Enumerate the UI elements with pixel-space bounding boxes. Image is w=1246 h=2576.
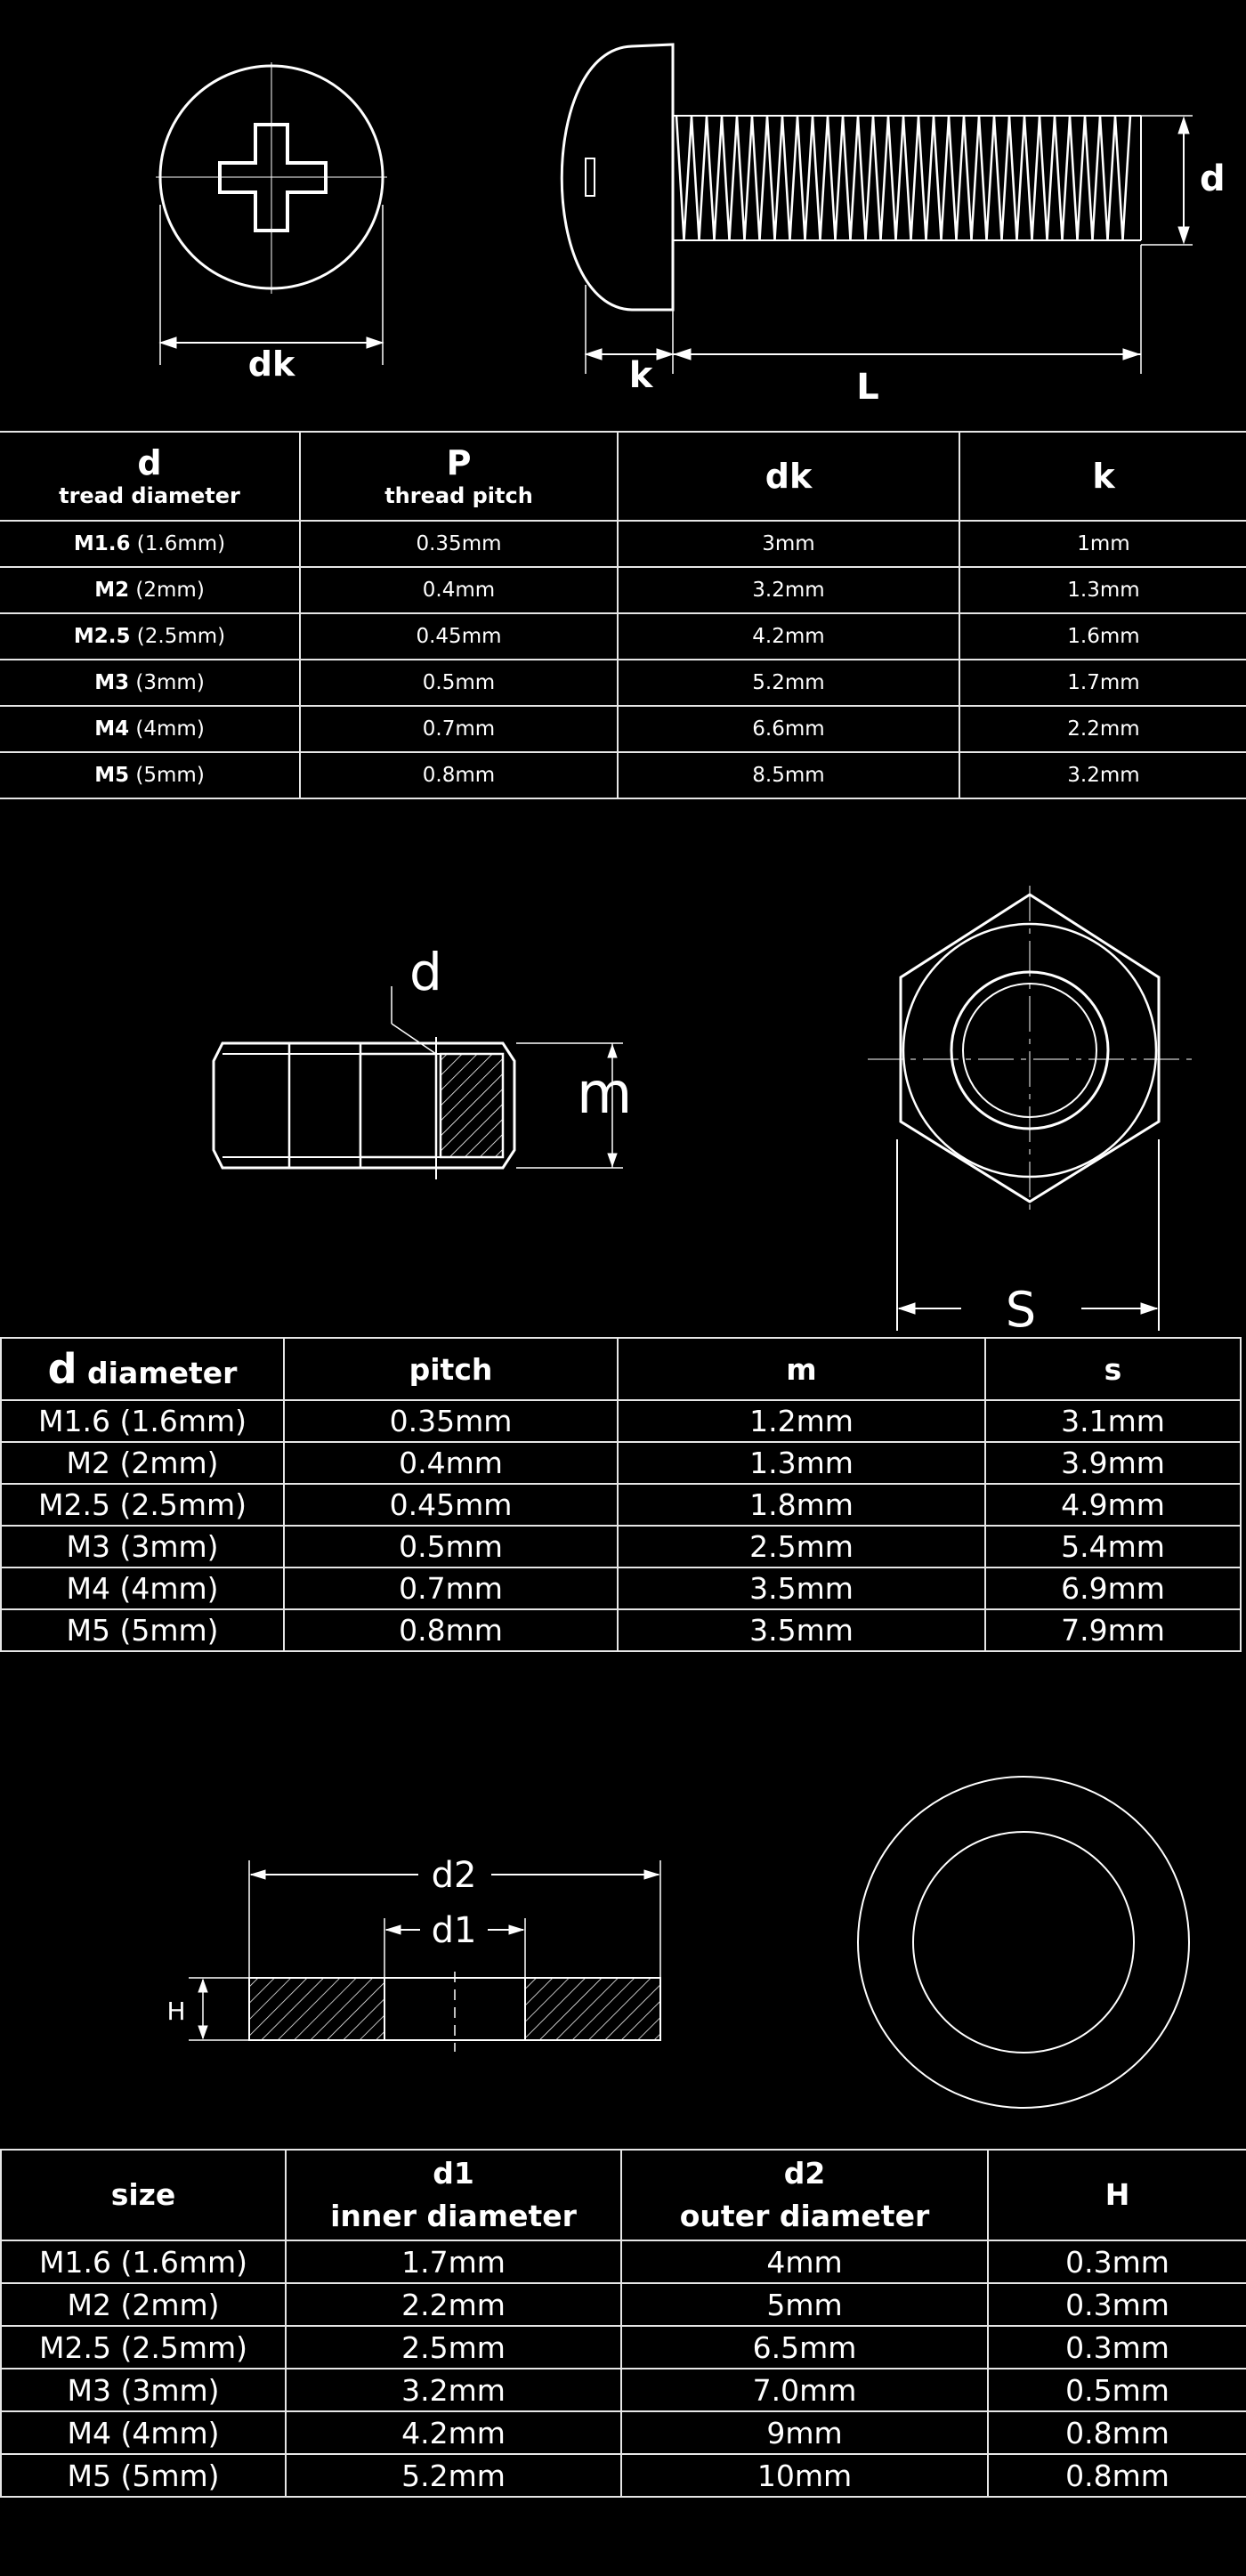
d2-label: d2: [432, 1855, 477, 1896]
header-k: k: [959, 431, 1246, 522]
h-label: H: [166, 1997, 185, 2026]
washer-section-view: [189, 1860, 661, 2052]
header-m: m: [617, 1337, 986, 1401]
washer-diagram: d2 d1 H: [166, 1776, 1190, 2109]
header-s: s: [984, 1337, 1242, 1401]
washer-top-view: [857, 1776, 1190, 2109]
header-size: size: [0, 2149, 287, 2241]
nut-side-view: [212, 986, 623, 1179]
washer-diagram-section: d2 d1 H: [0, 1745, 1246, 2149]
table-header-row: d diameter pitch m s: [0, 1337, 1242, 1401]
screw-diagram-section: dk d k L: [0, 0, 1246, 431]
d1-label: d1: [432, 1910, 477, 1951]
m-label: m: [577, 1061, 632, 1127]
k-label: k: [629, 355, 654, 396]
screw-side-view: [560, 43, 1193, 374]
nut-top-view: [868, 886, 1193, 1331]
header-dk: dk: [617, 431, 960, 522]
header-diameter: d diameter: [0, 1337, 285, 1401]
nut-diagram: d m S: [212, 886, 1193, 1337]
nut-diagram-section: d m S: [0, 881, 1246, 1337]
d-label-screw: d: [1200, 158, 1226, 199]
screw-head-top-view: [156, 62, 387, 365]
l-label: L: [856, 367, 879, 408]
s-label: S: [1006, 1282, 1036, 1337]
dk-label: dk: [248, 344, 295, 384]
header-pitch: pitch: [283, 1337, 619, 1401]
d-label-nut: d: [409, 942, 442, 1002]
screw-diagram: dk d k L: [156, 43, 1226, 408]
header-h: H: [987, 2149, 1246, 2241]
